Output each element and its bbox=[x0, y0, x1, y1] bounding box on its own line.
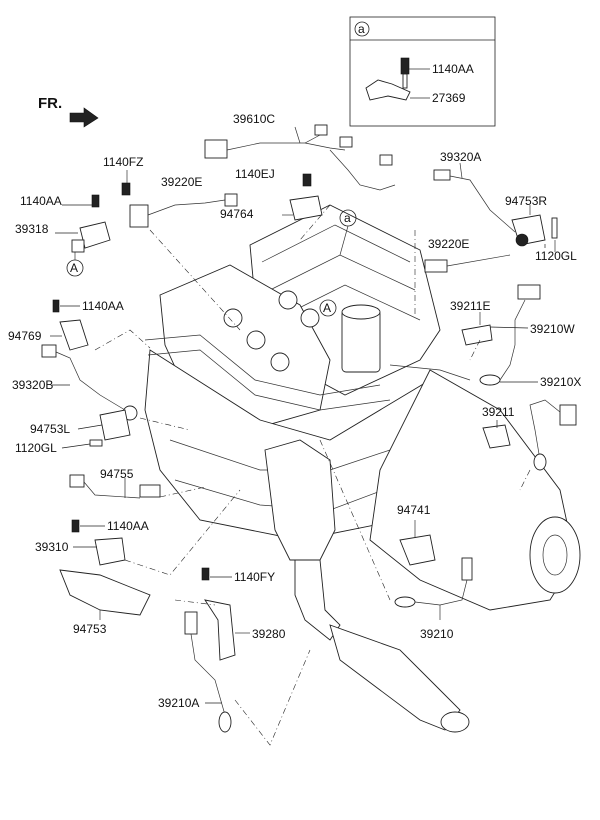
label-39280: 39280 bbox=[252, 627, 286, 641]
label-39610c: 39610C bbox=[233, 112, 275, 126]
label-1140aa-1: 1140AA bbox=[20, 194, 62, 208]
wiring-harness-39610c bbox=[204, 124, 396, 191]
bracket-94741 bbox=[399, 520, 436, 566]
bracket-27369-drawing bbox=[365, 79, 411, 101]
label-1140aa-2: 1140AA bbox=[82, 299, 124, 313]
label-1140aa-3: 1140AA bbox=[107, 519, 149, 533]
oxygen-sensor-39210w bbox=[479, 284, 541, 386]
oxygen-sensor-39210x bbox=[529, 399, 577, 471]
label-39210x: 39210X bbox=[540, 375, 581, 389]
label-1140ej: 1140EJ bbox=[235, 167, 275, 181]
bracket-94769 bbox=[52, 299, 89, 351]
label-39211: 39211 bbox=[482, 405, 515, 419]
label-39220e-top: 39220E bbox=[161, 175, 202, 189]
label-1140fy: 1140FY bbox=[234, 570, 275, 584]
label-39320a: 39320A bbox=[440, 150, 481, 164]
bracket-94753r bbox=[511, 205, 558, 252]
front-arrow-icon bbox=[69, 107, 99, 128]
callout-label-27369: 27369 bbox=[432, 91, 466, 105]
label-39210a: 39210A bbox=[158, 696, 199, 710]
bracket-39280 bbox=[201, 567, 250, 661]
callout-frame bbox=[349, 16, 496, 127]
sensor-39320a bbox=[433, 162, 516, 233]
label-39220e-right: 39220E bbox=[428, 237, 469, 251]
callout-marker-circle bbox=[354, 21, 370, 37]
oxygen-sensor-39210 bbox=[394, 557, 473, 620]
label-94753l: 94753L bbox=[30, 422, 70, 436]
circle-marker-a: a bbox=[339, 209, 357, 256]
label-1120gl-right: 1120GL bbox=[535, 249, 577, 263]
label-94769: 94769 bbox=[8, 329, 42, 343]
label-94764: 94764 bbox=[220, 207, 254, 221]
bracket-94753 bbox=[59, 569, 151, 620]
circle-marker-A-engine: A bbox=[319, 299, 337, 317]
front-label: FR. bbox=[38, 95, 62, 112]
detail-callout-box: a 1140AA 27369 bbox=[349, 16, 496, 127]
bracket-94753l bbox=[89, 409, 131, 447]
callout-label-1140aa: 1140AA bbox=[432, 62, 474, 76]
label-1120gl-left: 1120GL bbox=[15, 441, 57, 455]
label-94753r: 94753R bbox=[505, 194, 547, 208]
sensor-39220e-right bbox=[424, 254, 511, 273]
callout-marker-text: a bbox=[358, 22, 365, 36]
label-94741: 94741 bbox=[397, 503, 431, 517]
leader-lines bbox=[94, 204, 531, 746]
label-39318: 39318 bbox=[15, 222, 49, 236]
label-39320b: 39320B bbox=[12, 378, 53, 392]
label-39210w: 39210W bbox=[530, 322, 575, 336]
bracket-39211 bbox=[482, 424, 511, 449]
engine-assembly-drawing bbox=[144, 204, 581, 733]
svg-text:A: A bbox=[70, 261, 78, 275]
svg-text:A: A bbox=[323, 301, 331, 315]
circle-marker-A-sensor: A bbox=[66, 250, 84, 277]
svg-text:a: a bbox=[344, 211, 351, 225]
sensor-39320b bbox=[41, 344, 138, 421]
bolt-1140aa-drawing bbox=[400, 57, 410, 75]
label-94753: 94753 bbox=[73, 622, 107, 636]
label-39210: 39210 bbox=[420, 627, 454, 641]
oxygen-sensor-39210a bbox=[184, 611, 232, 733]
label-leaders bbox=[50, 204, 546, 704]
bracket-94764 bbox=[282, 173, 323, 221]
cam-sensor-39318 bbox=[71, 194, 111, 253]
crank-sensor-39310 bbox=[71, 519, 126, 566]
knock-sensor-39220e bbox=[121, 170, 238, 228]
label-39310: 39310 bbox=[35, 540, 69, 554]
label-39211e: 39211E bbox=[450, 299, 490, 313]
part-labels: 39610C 39320A 1140FZ 39220E 1140EJ 94753… bbox=[8, 112, 581, 710]
harness-94755 bbox=[69, 474, 161, 499]
front-direction-indicator: FR. bbox=[38, 95, 99, 128]
bracket-39211e bbox=[461, 312, 493, 346]
label-94755: 94755 bbox=[100, 467, 134, 481]
label-1140fz: 1140FZ bbox=[103, 155, 143, 169]
